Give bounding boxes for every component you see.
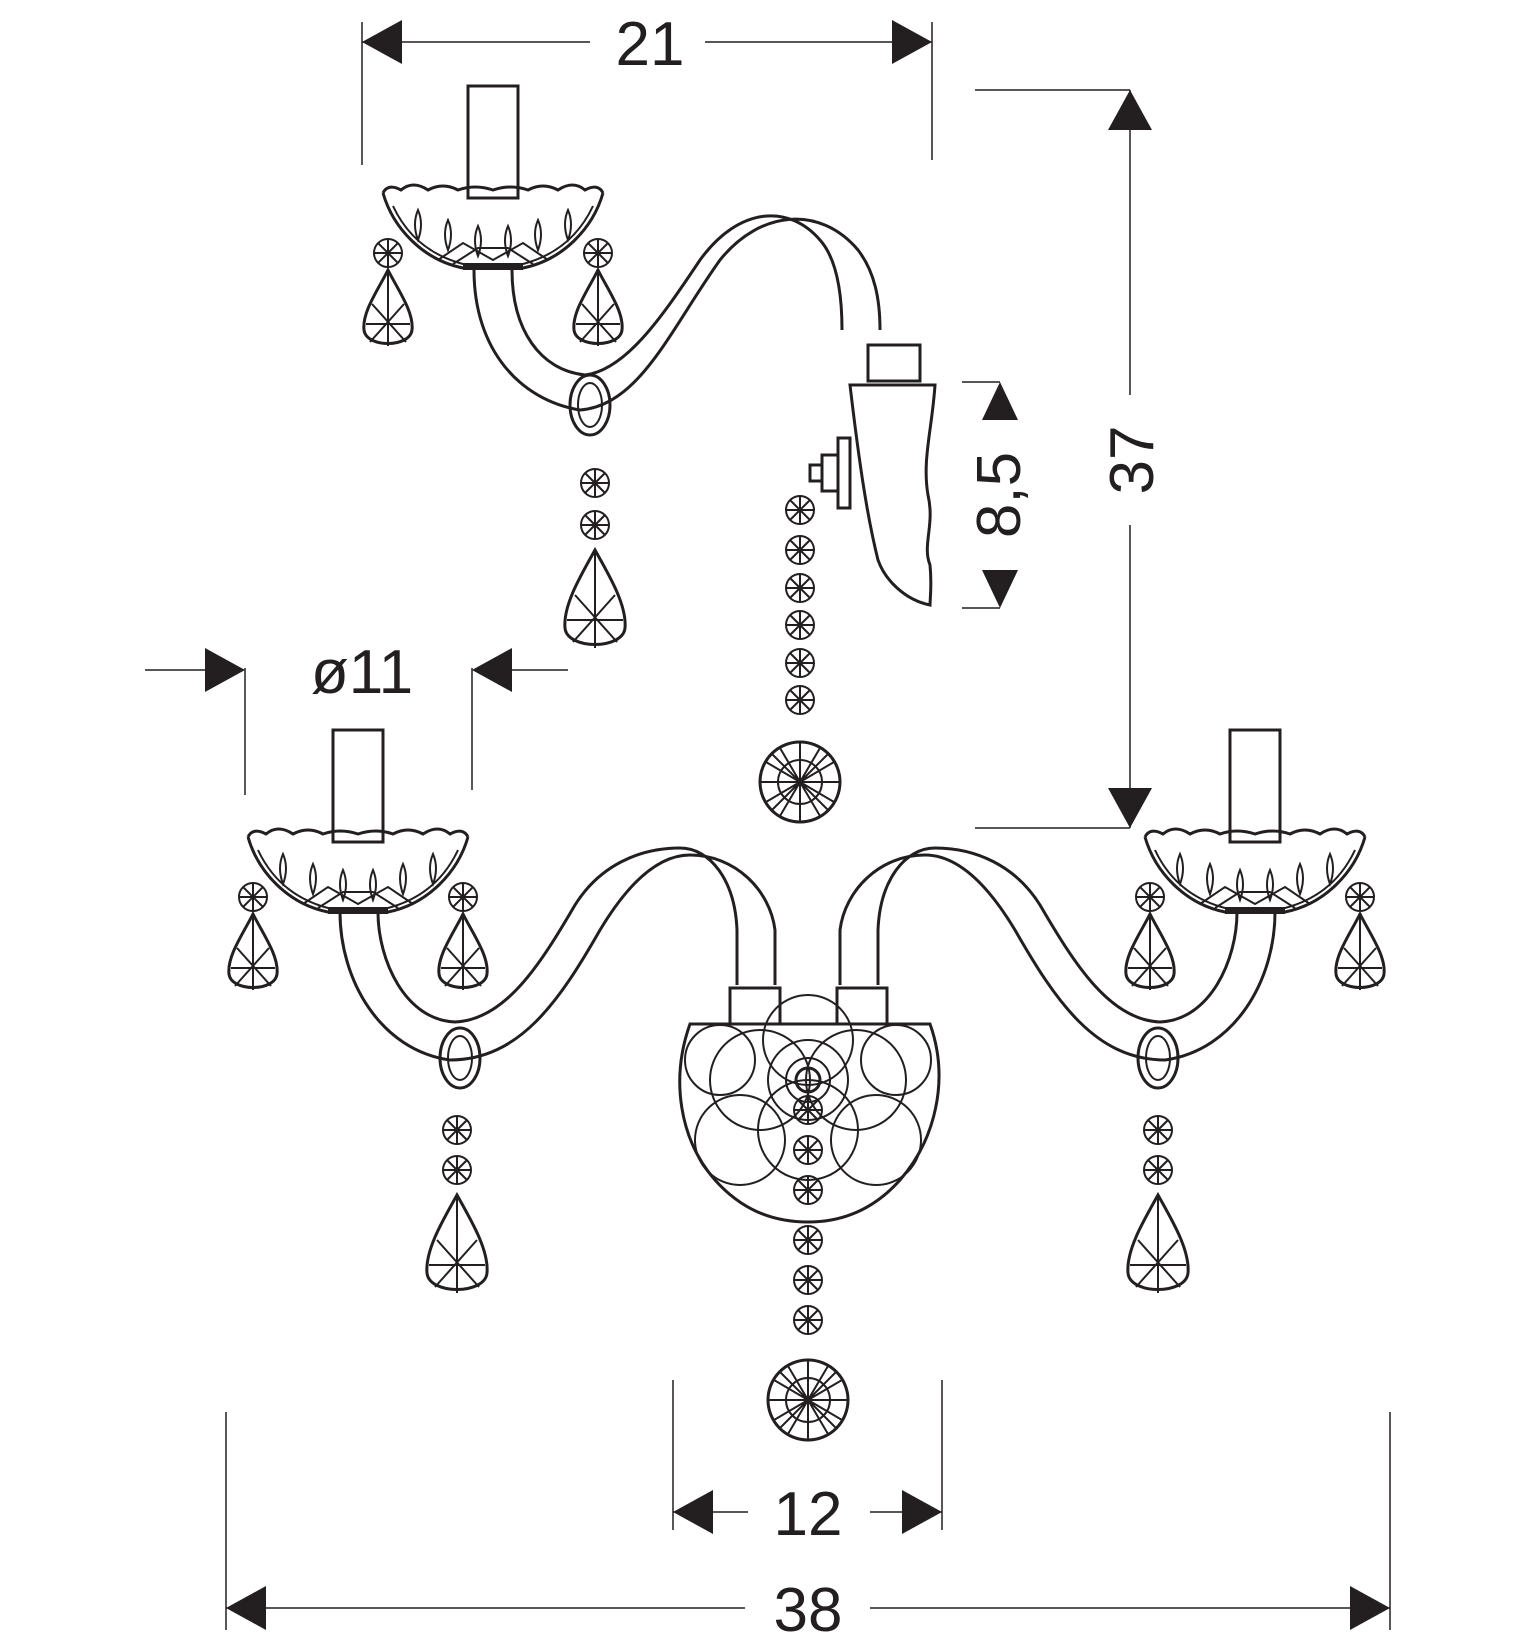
side-view-backplate — [848, 383, 937, 607]
dimension-base-width-label: 12 — [774, 1480, 843, 1549]
front-view-right-candle-cup — [1126, 730, 1384, 990]
dimension-backplate-height-label: 8,5 — [965, 452, 1034, 538]
side-view-arm — [472, 214, 882, 412]
front-view-left-arm — [338, 846, 777, 1062]
front-view-left-candle-cup — [229, 730, 487, 990]
dimension-cup-diameter-label: ø11 — [311, 638, 413, 707]
dimension-base-width: 12 — [672, 1380, 943, 1549]
dimension-total-width-label: 38 — [774, 1576, 843, 1645]
side-view-candle-cup — [364, 86, 622, 346]
dimension-cup-diameter: ø11 — [145, 638, 568, 795]
side-view-mount-collar — [866, 343, 922, 383]
front-view-backplate — [678, 1022, 941, 1224]
dimension-top-width: 21 — [361, 10, 933, 165]
dimension-total-height: 37 — [975, 89, 1167, 829]
dimension-backplate-height: 8,5 — [962, 381, 1034, 609]
side-view — [364, 86, 937, 824]
front-view-right-arm — [838, 846, 1277, 1062]
dimension-total-height-label: 37 — [1098, 426, 1167, 495]
dimension-top-width-label: 21 — [616, 10, 685, 79]
dimension-total-width: 38 — [225, 1412, 1391, 1645]
front-view — [229, 730, 1384, 1442]
